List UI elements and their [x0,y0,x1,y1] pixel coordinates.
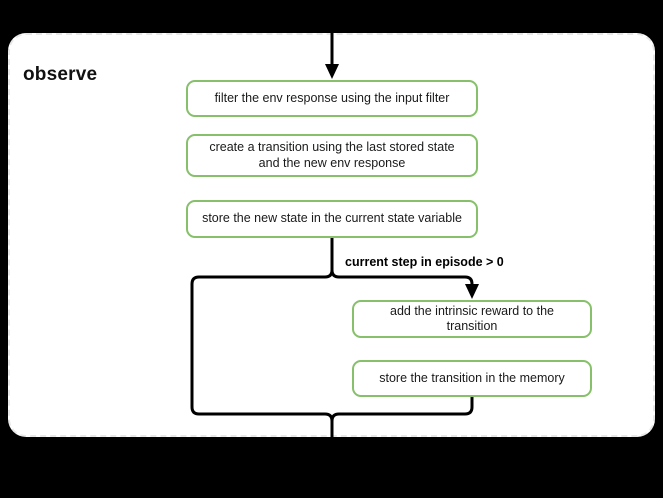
node-add-intrinsic-reward[interactable]: add the intrinsic reward to the transiti… [352,300,592,338]
node-create-transition[interactable]: create a transition using the last store… [186,134,478,177]
branch-condition-label: current step in episode > 0 [345,255,504,269]
node-store-new-state[interactable]: store the new state in the current state… [186,200,478,238]
node-store-transition-memory[interactable]: store the transition in the memory [352,360,592,397]
page-title: observe [23,64,98,85]
node-filter-env-response[interactable]: filter the env response using the input … [186,80,478,117]
